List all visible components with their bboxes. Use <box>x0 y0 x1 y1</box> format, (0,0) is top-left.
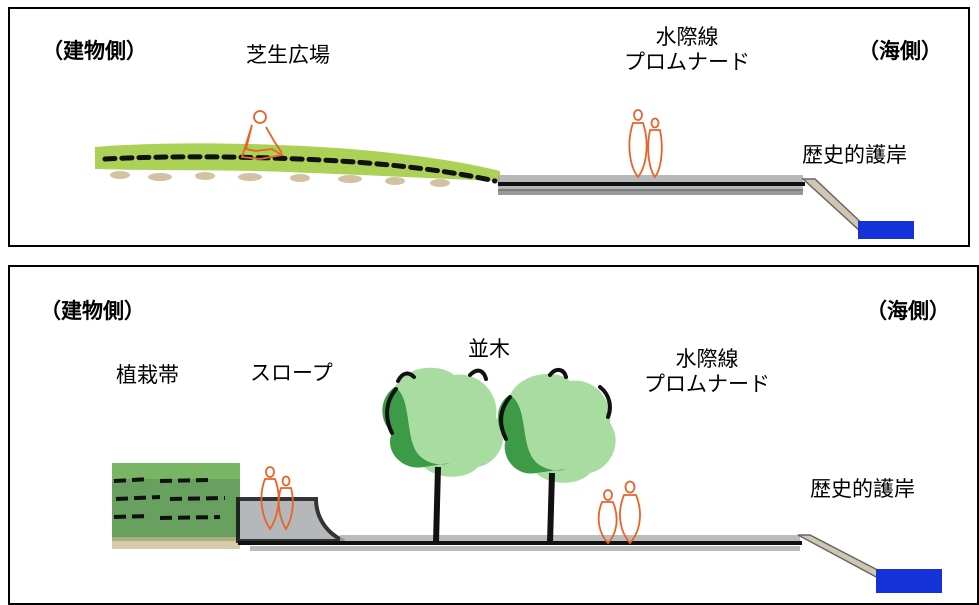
top-standing-people-figure <box>628 109 663 179</box>
top-sea-side-label: （海側） <box>858 39 942 63</box>
top-lawn-plaza-label: 芝生広場 <box>246 43 330 67</box>
bottom-waterfront-line1: 水際線 <box>675 347 739 371</box>
bottom-planting-strip-label: 植栽帯 <box>116 363 179 387</box>
bottom-cross-section-drawing <box>112 367 942 593</box>
bottom-tree-1 <box>382 367 504 544</box>
top-cross-section-drawing <box>95 109 914 239</box>
bottom-planting-strip-hedge <box>112 463 240 549</box>
top-historic-seawall-label: 歴史的護岸 <box>802 143 907 167</box>
bottom-section-panel: （建物側） （海側） 並木 植栽帯 スロープ 水際線 プロムナード 歴史的護岸 <box>8 265 979 605</box>
bottom-building-side-label: （建物側） <box>40 299 145 323</box>
bottom-person-on-slope-figure <box>260 466 294 531</box>
bottom-waterfront-line2: プロムナード <box>644 372 770 397</box>
top-lawn-edge-line <box>102 154 498 184</box>
top-lawn-band <box>95 143 500 181</box>
bottom-waterfront-promenade-label: 水際線 プロムナード <box>622 347 792 397</box>
bottom-standing-people-figure <box>597 480 641 545</box>
bottom-pavement <box>340 535 800 545</box>
bottom-historic-seawall-label: 歴史的護岸 <box>810 477 915 501</box>
bottom-water <box>876 569 942 593</box>
top-waterfront-promenade-label: 水際線 プロムナード <box>602 25 772 75</box>
top-building-side-label: （建物側） <box>42 39 147 63</box>
bottom-tree-2 <box>497 368 616 544</box>
top-seated-person-figure <box>240 110 285 160</box>
top-waterfront-line2: プロムナード <box>624 50 750 75</box>
bottom-row-trees-label: 並木 <box>468 337 510 361</box>
top-section-panel: （建物側） （海側） 芝生広場 水際線 プロムナード 歴史的護岸 <box>8 7 970 247</box>
bottom-slope-label: スロープ <box>250 361 333 385</box>
bottom-sea-side-label: （海側） <box>866 299 950 323</box>
top-water <box>858 221 914 239</box>
top-waterfront-line1: 水際線 <box>655 25 719 49</box>
top-soil-texture <box>110 171 450 187</box>
